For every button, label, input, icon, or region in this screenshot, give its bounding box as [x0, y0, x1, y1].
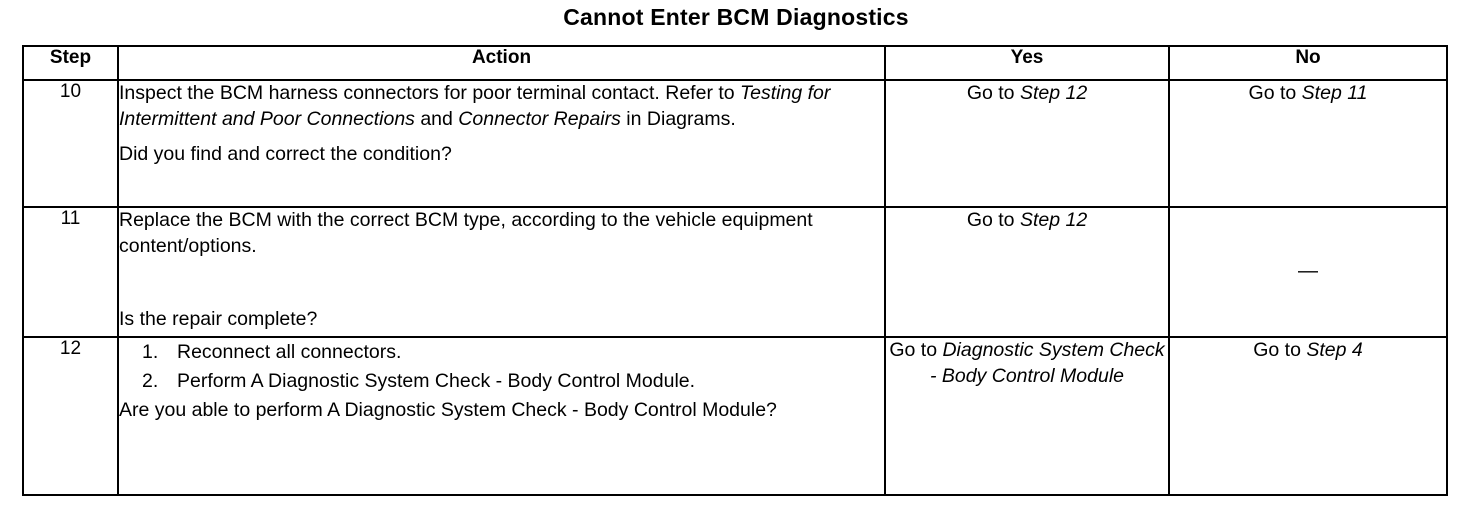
list-item-text: Perform A Diagnostic System Check - Body… — [177, 369, 696, 392]
page-title: Cannot Enter BCM Diagnostics — [563, 4, 909, 30]
yes-branch-cell: Go to Step 12 — [884, 79, 1170, 208]
column-header-step: Step — [22, 45, 119, 81]
table-body: 10 Inspect the BCM harness connectors fo… — [22, 79, 1448, 496]
branch-prefix: Go to — [966, 209, 1020, 231]
no-branch-cell: Go to Step 11 — [1168, 79, 1448, 208]
action-reference-italic: Testing for Intermittent and Poor Connec… — [119, 82, 831, 130]
table-row: 11 Replace the BCM with the correct BCM … — [22, 206, 1448, 338]
no-branch-cell: Go to Step 4 — [1168, 336, 1448, 496]
table-row: 10 Inspect the BCM harness connectors fo… — [22, 79, 1448, 208]
column-header-no: No — [1168, 45, 1448, 81]
no-branch-cell: — — [1168, 206, 1448, 338]
action-text-part: in Diagrams. — [620, 107, 736, 130]
action-cell: Inspect the BCM harness connectors for p… — [117, 79, 886, 208]
action-paragraph: Inspect the BCM harness connectors for p… — [119, 81, 884, 132]
yes-branch-cell: Go to Step 12 — [884, 206, 1170, 338]
list-item: 1. Reconnect all connectors. — [119, 340, 884, 366]
column-header-yes: Yes — [884, 45, 1170, 81]
list-item: 2. Perform A Diagnostic System Check - Bo… — [119, 369, 884, 395]
action-question: Is the repair complete? — [119, 308, 318, 330]
branch-target-italic: Step 12 — [1019, 209, 1088, 231]
table-row: 12 1. Reconnect all connectors. 2. Perform… — [22, 336, 1448, 496]
action-cell: 1. Reconnect all connectors. 2. Perform A … — [117, 336, 886, 496]
header-row: Step Action Yes No — [22, 45, 1448, 81]
branch-prefix: Go to — [1248, 82, 1302, 104]
branch-target-italic: Step 11 — [1301, 82, 1368, 104]
action-text-part: Inspect the BCM harness connectors for p… — [119, 82, 741, 104]
action-question: Did you find and correct the condition? — [119, 143, 452, 165]
branch-target-italic: Step 4 — [1306, 339, 1363, 361]
list-item-number: 1. — [142, 341, 159, 363]
paragraph-spacer — [119, 259, 884, 307]
step-number: 10 — [22, 79, 119, 208]
diagnostic-table: Step Action Yes No 10 Inspect the BCM ha… — [22, 45, 1448, 496]
action-paragraph: Replace the BCM with the correct BCM typ… — [119, 209, 813, 257]
branch-prefix: Go to — [966, 82, 1020, 104]
branch-target-italic: Diagnostic System Check - Body Control M… — [929, 339, 1165, 387]
em-dash-placeholder: — — [1298, 260, 1318, 283]
table-header: Step Action Yes No — [22, 45, 1448, 81]
action-reference-italic: Connector Repairs — [458, 107, 621, 130]
action-question: Are you able to perform A Diagnostic Sys… — [119, 399, 777, 421]
list-item-number: 2. — [142, 369, 159, 392]
step-number: 11 — [22, 206, 119, 338]
branch-prefix: Go to — [889, 339, 943, 361]
yes-branch-cell: Go to Diagnostic System Check - Body Con… — [884, 336, 1170, 496]
paragraph-spacer — [119, 132, 884, 142]
action-text-part: and — [414, 107, 459, 130]
action-cell: Replace the BCM with the correct BCM typ… — [117, 206, 886, 338]
branch-prefix: Go to — [1253, 339, 1307, 361]
step-number: 12 — [22, 336, 119, 496]
action-step-list: 1. Reconnect all connectors. 2. Perform A … — [119, 340, 884, 394]
branch-target-italic: Step 12 — [1019, 82, 1088, 104]
column-header-action: Action — [117, 45, 886, 81]
list-item-text: Reconnect all connectors. — [177, 341, 402, 363]
